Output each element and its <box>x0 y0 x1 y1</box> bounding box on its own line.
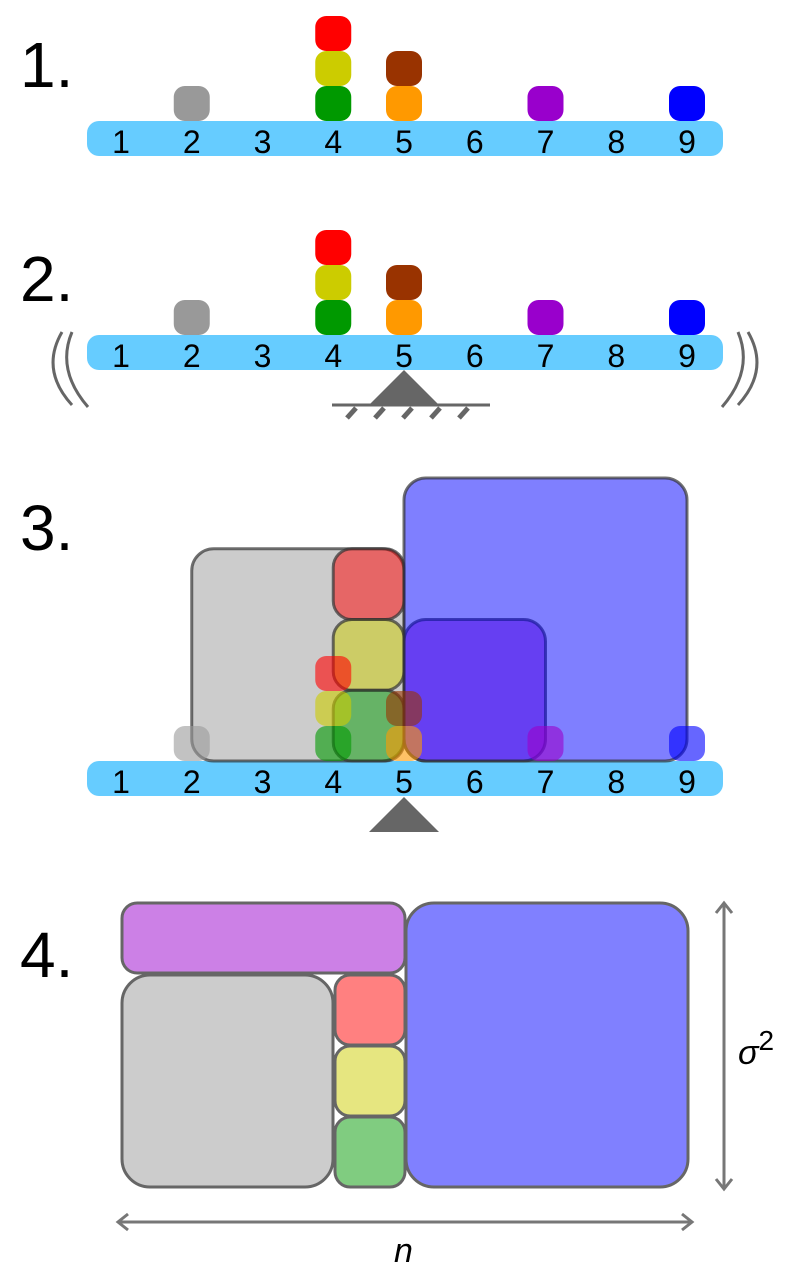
red-area <box>333 973 407 1047</box>
tick-label-7: 7 <box>537 124 555 160</box>
tick-label-1: 1 <box>112 338 130 374</box>
tick-label-1: 1 <box>112 124 130 160</box>
green-area <box>333 1115 407 1189</box>
tick-label-4: 4 <box>324 338 342 374</box>
data-block-purple-7 <box>527 726 564 761</box>
tick-label-8: 8 <box>607 764 625 800</box>
step-3-label: 3. <box>20 492 73 564</box>
blue-area <box>404 901 690 1189</box>
ground-hatch <box>457 406 470 420</box>
data-block-red-4 <box>315 230 352 265</box>
arrow-head-down-icon <box>714 1178 734 1192</box>
ground-hatch <box>401 406 414 420</box>
tick-label-2: 2 <box>183 338 201 374</box>
motion-arc-right-icon <box>736 331 759 407</box>
data-block-gray-2 <box>173 86 210 121</box>
tick-label-8: 8 <box>607 338 625 374</box>
fulcrum-triangle <box>369 370 439 405</box>
tick-label-5: 5 <box>395 764 413 800</box>
sigma-symbol: σ <box>738 1034 760 1072</box>
step-2-label: 2. <box>20 243 73 315</box>
data-block-yellow-4 <box>315 51 352 86</box>
panel-3-squared-deviations: 1 2 3 4 5 6 7 8 9 <box>87 476 723 832</box>
tick-label-4: 4 <box>324 764 342 800</box>
ground-hatch <box>429 406 442 420</box>
sigma-squared-label: σ2 <box>738 1025 774 1072</box>
data-block-brown-5 <box>386 51 422 86</box>
number-line-beam <box>87 761 723 796</box>
data-block-red-4 <box>315 16 352 51</box>
n-axis-label: n <box>394 1232 413 1270</box>
data-block-yellow-4 <box>315 265 352 300</box>
tick-label-6: 6 <box>466 124 484 160</box>
tick-label-3: 3 <box>254 124 272 160</box>
data-block-yellow-4 <box>315 691 352 726</box>
data-block-red-4 <box>315 656 352 691</box>
motion-arc-left-icon <box>51 331 74 407</box>
red-square <box>331 547 406 621</box>
tick-label-7: 7 <box>537 764 555 800</box>
data-block-brown-5 <box>386 691 422 726</box>
yellow-area <box>333 1044 407 1118</box>
tick-label-9: 9 <box>678 124 696 160</box>
data-block-blue-9 <box>669 726 705 761</box>
motion-arc-left-icon <box>65 331 90 408</box>
tick-label-9: 9 <box>678 338 696 374</box>
arrow-head-left-icon <box>115 1212 129 1232</box>
panel-4-area-rearrangement: n σ2 <box>115 900 774 1270</box>
tick-label-5: 5 <box>395 338 413 374</box>
tick-label-2: 2 <box>183 764 201 800</box>
arrow-head-right-icon <box>681 1212 695 1232</box>
data-block-orange-5 <box>386 86 422 121</box>
tick-label-6: 6 <box>466 338 484 374</box>
data-block-orange-5 <box>386 726 422 761</box>
data-block-orange-5 <box>386 300 422 335</box>
data-block-purple-7 <box>527 86 564 121</box>
tick-label-7: 7 <box>537 338 555 374</box>
exponent-2: 2 <box>759 1025 775 1056</box>
data-block-green-4 <box>315 726 352 761</box>
fulcrum-triangle <box>369 797 439 832</box>
data-block-brown-5 <box>386 265 422 300</box>
gray-area <box>120 973 335 1189</box>
motion-arc-right-icon <box>720 331 745 408</box>
blue-square <box>402 476 689 763</box>
tick-label-2: 2 <box>183 124 201 160</box>
data-block-gray-2 <box>173 726 210 761</box>
data-block-green-4 <box>315 86 352 121</box>
arrow-head-up-icon <box>714 900 734 914</box>
ground-hatch <box>345 406 358 420</box>
data-block-purple-7 <box>527 300 564 335</box>
number-line-beam <box>87 121 723 156</box>
tick-label-3: 3 <box>254 338 272 374</box>
data-block-blue-9 <box>669 86 705 121</box>
tick-label-9: 9 <box>678 764 696 800</box>
panel-2-balance-beam: 1 2 3 4 5 6 7 8 9 <box>51 230 759 420</box>
panel-1-number-line: 1 2 3 4 5 6 7 8 9 <box>87 16 723 160</box>
tick-label-8: 8 <box>607 124 625 160</box>
step-4-label: 4. <box>20 919 73 991</box>
step-1-label: 1. <box>20 29 73 101</box>
tick-label-4: 4 <box>324 124 342 160</box>
tick-label-3: 3 <box>254 764 272 800</box>
purple-area <box>120 901 407 975</box>
tick-label-6: 6 <box>466 764 484 800</box>
number-line-beam <box>87 335 723 370</box>
data-block-green-4 <box>315 300 352 335</box>
ground-hatch <box>373 406 386 420</box>
data-block-blue-9 <box>669 300 705 335</box>
data-block-gray-2 <box>173 300 210 335</box>
tick-label-5: 5 <box>395 124 413 160</box>
tick-label-1: 1 <box>112 764 130 800</box>
